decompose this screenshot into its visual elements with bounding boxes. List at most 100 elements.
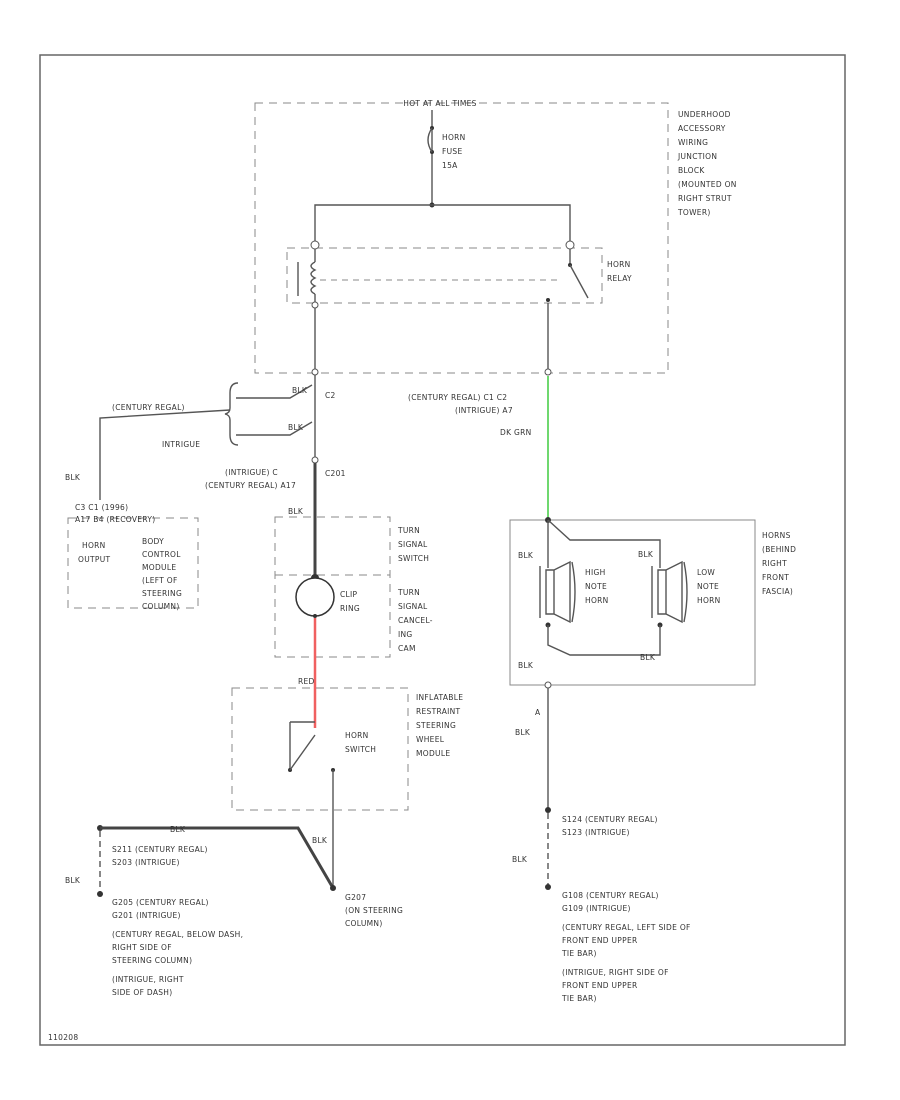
low-horn-feed xyxy=(547,519,661,568)
blk-label-b: BLK xyxy=(288,423,304,432)
svg-text:NOTE: NOTE xyxy=(585,582,607,591)
turn-signal-cam-label: TURN SIGNAL CANCEL- ING CAM xyxy=(397,588,433,653)
svg-text:ACCESSORY: ACCESSORY xyxy=(678,124,726,133)
bcm-horn-wire xyxy=(99,409,231,500)
s203-label: S203 (INTRIGUE) xyxy=(112,858,180,867)
c2-connector xyxy=(311,368,319,376)
svg-text:HORN: HORN xyxy=(697,596,721,605)
svg-text:CLIP: CLIP xyxy=(340,590,358,599)
g205-label: G205 (CENTURY REGAL) xyxy=(112,898,209,907)
horn-relay-outline xyxy=(286,247,603,304)
svg-text:FUSE: FUSE xyxy=(442,147,463,156)
low-note-horn xyxy=(651,560,688,624)
g207-ground xyxy=(330,885,336,891)
blk-label-i: BLK xyxy=(515,728,531,737)
svg-text:TIE BAR): TIE BAR) xyxy=(561,949,597,958)
intrigue-c-label: (INTRIGUE) C xyxy=(225,468,278,477)
s123-label: S123 (INTRIGUE) xyxy=(562,828,630,837)
svg-text:SIDE OF DASH): SIDE OF DASH) xyxy=(112,988,172,997)
svg-text:JUNCTION: JUNCTION xyxy=(677,152,717,161)
s124-splice xyxy=(545,807,551,813)
svg-text:RESTRAINT: RESTRAINT xyxy=(416,707,461,716)
red-label: RED xyxy=(298,677,315,686)
blk-label-j: BLK xyxy=(512,855,528,864)
a17-b4-label: A17 B4 (RECOVERY) xyxy=(75,515,155,524)
svg-text:BLOCK: BLOCK xyxy=(678,166,705,175)
svg-text:HIGH: HIGH xyxy=(585,568,606,577)
svg-text:STEERING: STEERING xyxy=(142,589,182,598)
clip-ring xyxy=(295,577,335,617)
svg-text:TOWER): TOWER) xyxy=(677,208,711,217)
svg-text:CANCEL-: CANCEL- xyxy=(398,616,433,625)
inflatable-restraint-module-outline xyxy=(231,687,409,811)
svg-text:TIE BAR): TIE BAR) xyxy=(561,994,597,1003)
svg-text:HORNS: HORNS xyxy=(762,531,791,540)
svg-text:TURN: TURN xyxy=(397,588,420,597)
blk-label-l: BLK xyxy=(170,825,186,834)
blk-label-h: BLK xyxy=(518,661,534,670)
g108-label: G108 (CENTURY REGAL) xyxy=(562,891,659,900)
svg-text:STEERING: STEERING xyxy=(416,721,456,730)
blk-label-c: BLK xyxy=(65,473,81,482)
svg-text:CAM: CAM xyxy=(398,644,416,653)
g205-ground xyxy=(97,891,103,897)
svg-text:SWITCH: SWITCH xyxy=(398,554,429,563)
svg-text:(CENTURY REGAL, LEFT SIDE OF: (CENTURY REGAL, LEFT SIDE OF xyxy=(562,923,691,932)
horn-ground-wire xyxy=(547,625,661,656)
blk-label-m: BLK xyxy=(312,836,328,845)
svg-text:G207: G207 xyxy=(345,893,366,902)
svg-text:WHEEL: WHEEL xyxy=(416,735,445,744)
svg-text:FRONT END UPPER: FRONT END UPPER xyxy=(562,981,638,990)
s124-label: S124 (CENTURY REGAL) xyxy=(562,815,658,824)
svg-text:STEERING COLUMN): STEERING COLUMN) xyxy=(112,956,192,965)
svg-text:HORN: HORN xyxy=(442,133,466,142)
horn-relay-label: HORN RELAY xyxy=(607,260,632,283)
horn-switch-label: HORN SWITCH xyxy=(345,731,376,754)
svg-text:FRONT: FRONT xyxy=(762,573,789,582)
svg-text:CONTROL: CONTROL xyxy=(142,550,181,559)
clip-ring-label: CLIP RING xyxy=(340,590,360,613)
g205-description: (CENTURY REGAL, BELOW DASH, RIGHT SIDE O… xyxy=(112,930,243,997)
svg-text:HORN: HORN xyxy=(607,260,631,269)
horns-box xyxy=(509,519,756,686)
blk-label-d: BLK xyxy=(288,507,304,516)
horn-output-label: HORN OUTPUT xyxy=(78,541,110,564)
century-regal-branch xyxy=(236,384,313,399)
g109-label: G109 (INTRIGUE) xyxy=(562,904,631,913)
svg-text:HORN: HORN xyxy=(345,731,369,740)
body-control-module-outline xyxy=(67,517,199,609)
relay-coil-terminal-top xyxy=(310,240,320,250)
svg-text:RIGHT STRUT: RIGHT STRUT xyxy=(678,194,732,203)
fuse-bus-wire xyxy=(314,204,571,245)
horn-fuse xyxy=(427,110,435,208)
s211-label: S211 (CENTURY REGAL) xyxy=(112,845,208,854)
clip-ring-bottom-terminal xyxy=(313,614,317,618)
hot-at-all-times-label: HOT AT ALL TIMES xyxy=(403,99,476,108)
g108-description: (CENTURY REGAL, LEFT SIDE OF FRONT END U… xyxy=(561,923,691,1003)
c201-label: C201 xyxy=(325,469,346,478)
intrigue-branch xyxy=(236,421,313,436)
horns-location-label: HORNS (BEHIND RIGHT FRONT FASCIA) xyxy=(762,531,796,596)
svg-text:WIRING: WIRING xyxy=(678,138,708,147)
svg-text:SIGNAL: SIGNAL xyxy=(398,602,428,611)
horn-connector-a xyxy=(544,681,552,689)
svg-text:RIGHT SIDE OF: RIGHT SIDE OF xyxy=(112,943,172,952)
relay-coil xyxy=(297,249,319,309)
svg-text:COLUMN): COLUMN) xyxy=(142,602,180,611)
relay-switch-terminal-top xyxy=(565,240,575,250)
svg-text:MODULE: MODULE xyxy=(416,749,450,758)
c3-c1-label: C3 C1 (1996) xyxy=(75,503,128,512)
underhood-junction-block-outline xyxy=(254,102,669,374)
g207-label: G207 (ON STEERING COLUMN) xyxy=(345,893,403,928)
svg-text:RIGHT: RIGHT xyxy=(762,559,787,568)
diagram-border xyxy=(39,54,846,1046)
horn-switch xyxy=(288,721,335,888)
blk-label-f: BLK xyxy=(638,550,654,559)
turn-signal-switch-label: TURN SIGNAL SWITCH xyxy=(397,526,429,563)
svg-text:HORN: HORN xyxy=(82,541,106,550)
low-note-horn-label: LOW NOTE HORN xyxy=(697,568,721,605)
blk-label-a: BLK xyxy=(292,386,308,395)
high-note-horn-label: HIGH NOTE HORN xyxy=(585,568,608,605)
relay-switch xyxy=(546,249,589,302)
